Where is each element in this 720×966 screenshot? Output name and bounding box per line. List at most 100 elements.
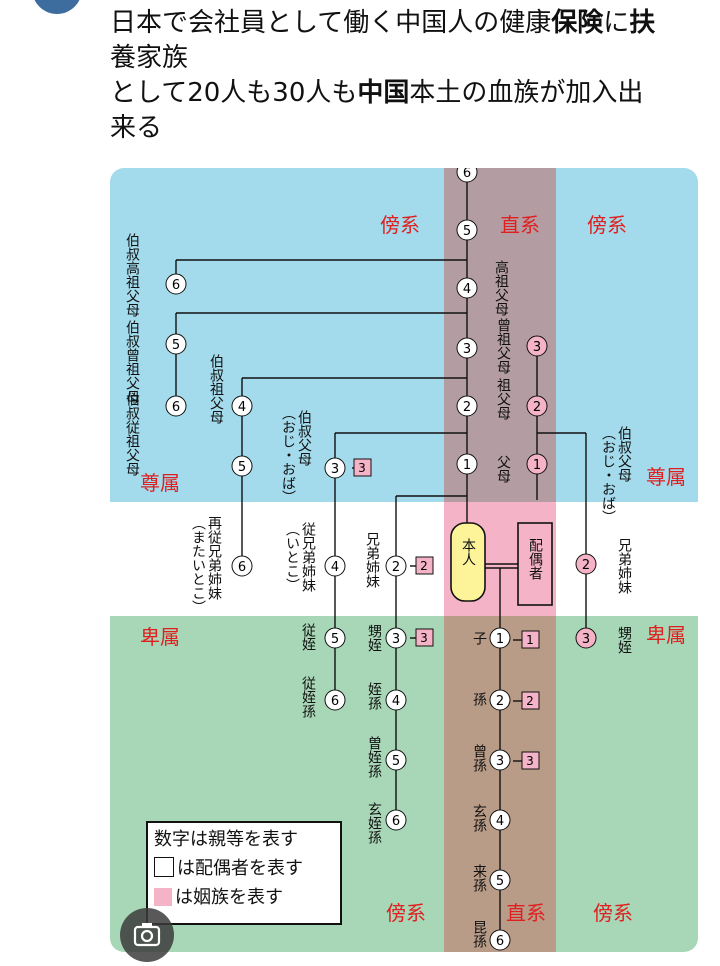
spouse-marker: 1 (521, 630, 540, 649)
degree-circle: 2 (385, 555, 407, 577)
label-ascendant-right: 尊属 (646, 465, 686, 489)
degree-circle: 2 (575, 553, 597, 575)
spouse-marker: 2 (415, 556, 434, 575)
label-descendant-left: 卑属 (140, 625, 180, 649)
label-oi-right: 甥姪 (616, 626, 632, 654)
svg-text:6: 6 (392, 814, 400, 829)
svg-text:5: 5 (238, 460, 246, 475)
tweet-text-segment: 本土の血族が加入出 (409, 78, 644, 108)
label-saiju: 再従兄弟姉妹 (206, 516, 222, 600)
spouse-marker: 2 (521, 691, 540, 710)
label-mata-itoko: （またいとこ） (190, 516, 206, 614)
kinship-diagram: 傍系 直系 傍系 尊属 尊属 卑属 卑属 傍系 直系 傍系 6 5 4 3 2 … (110, 168, 698, 952)
label-oji-oba-left: （おじ・おば） (280, 406, 296, 504)
avatar[interactable] (32, 0, 82, 14)
label-himago: 曾孫 (471, 744, 487, 772)
label-ju-oi: 従姪 (300, 623, 316, 651)
svg-text:6: 6 (172, 400, 180, 415)
svg-text:2: 2 (582, 558, 590, 573)
legend-box: 数字は親等を表す は配偶者を表す は姻族を表す (146, 821, 342, 925)
label-ju-oi-son: 従姪孫 (300, 676, 316, 718)
degree-circle: 4 (231, 395, 253, 417)
svg-text:3: 3 (331, 462, 339, 477)
kinship-diagram-image[interactable]: 傍系 直系 傍系 尊属 尊属 卑属 卑属 傍系 直系 傍系 6 5 4 3 2 … (110, 168, 698, 952)
label-lineal-bottom: 直系 (506, 901, 546, 925)
degree-circle: 4 (385, 689, 407, 711)
degree-circle: 2 (526, 395, 548, 417)
svg-text:2: 2 (533, 400, 541, 415)
label-lineal-top: 直系 (500, 213, 540, 237)
tweet-text-bold: 保険 (551, 8, 604, 38)
degree-circle: 2 (489, 689, 511, 711)
svg-text:3: 3 (533, 340, 541, 355)
svg-text:3: 3 (358, 461, 366, 475)
legend-line-spouse: は配偶者を表す (154, 854, 334, 883)
label-oi-son: 姪孫 (366, 682, 382, 710)
svg-text:5: 5 (392, 754, 400, 769)
svg-text:6: 6 (331, 694, 339, 709)
label-ju: 従兄弟姉妹 (300, 522, 316, 592)
camera-icon[interactable] (120, 908, 174, 962)
svg-text:6: 6 (463, 168, 471, 181)
degree-circle: 3 (575, 627, 597, 649)
self-label: 本人 (460, 538, 476, 566)
label-collateral-top-right: 傍系 (587, 213, 627, 237)
label-konson: 昆孫 (471, 920, 487, 948)
legend-line-degree: 数字は親等を表す (154, 829, 298, 850)
label-itoko: （いとこ） (284, 522, 300, 592)
svg-text:1: 1 (533, 458, 541, 473)
spouse-box (517, 522, 553, 606)
degree-circle: 6 (165, 273, 187, 295)
svg-text:5: 5 (331, 632, 339, 647)
degree-circle: 6 (489, 929, 511, 951)
svg-text:4: 4 (392, 694, 400, 709)
tweet-text-bold: 扶 (629, 8, 656, 38)
label-collateral-bottom-right: 傍系 (593, 901, 633, 925)
svg-text:1: 1 (526, 633, 534, 647)
label-fubo: 父母 (495, 455, 511, 483)
degree-circle: 3 (456, 337, 478, 359)
label-sofubo: 祖父母 (495, 378, 511, 420)
degree-circle: 5 (456, 219, 478, 241)
svg-text:3: 3 (463, 342, 471, 357)
degree-circle: 3 (489, 749, 511, 771)
svg-text:4: 4 (496, 814, 504, 829)
svg-text:6: 6 (238, 560, 246, 575)
legend-spouse-square-icon (154, 857, 174, 877)
svg-text:5: 5 (463, 224, 471, 239)
svg-text:3: 3 (392, 632, 400, 647)
label-raison: 来孫 (471, 864, 487, 892)
degree-circle: 1 (526, 453, 548, 475)
degree-circle: 6 (231, 555, 253, 577)
spouse-marker: 3 (521, 751, 540, 770)
degree-circle: 3 (385, 627, 407, 649)
svg-text:4: 4 (238, 400, 246, 415)
label-ascendant-left: 尊属 (140, 471, 180, 495)
svg-text:6: 6 (496, 934, 504, 949)
degree-circle: 6 (456, 168, 478, 183)
degree-circle: 6 (165, 395, 187, 417)
label-hakushuku-koso: 伯叔高祖父母 (124, 233, 140, 317)
svg-text:2: 2 (420, 559, 428, 573)
svg-text:2: 2 (526, 694, 534, 708)
label-soso: 曾祖父母 (495, 318, 511, 374)
spouse-marker: 3 (353, 458, 372, 477)
legend-inlaw-square-icon (154, 888, 172, 906)
svg-text:5: 5 (496, 874, 504, 889)
label-kyodai-right: 兄弟姉妹 (616, 538, 632, 594)
label-so-oi-son: 曽姪孫 (366, 736, 382, 778)
svg-text:3: 3 (582, 632, 590, 647)
degree-circle: 4 (456, 277, 478, 299)
label-mago: 孫 (471, 692, 487, 706)
degree-circle: 5 (489, 869, 511, 891)
label-kyodai: 兄弟姉妹 (364, 532, 380, 588)
label-hakushuku-so2: 伯叔祖父母 (208, 354, 224, 424)
degree-circle: 6 (385, 809, 407, 831)
label-gen-oi-son: 玄姪孫 (366, 802, 382, 844)
svg-text:6: 6 (172, 278, 180, 293)
tweet-text-bold: 中国 (357, 78, 410, 108)
label-genson: 玄孫 (471, 804, 487, 832)
degree-circle: 1 (456, 453, 478, 475)
svg-text:3: 3 (526, 754, 534, 768)
label-collateral-top-left: 傍系 (380, 213, 420, 237)
